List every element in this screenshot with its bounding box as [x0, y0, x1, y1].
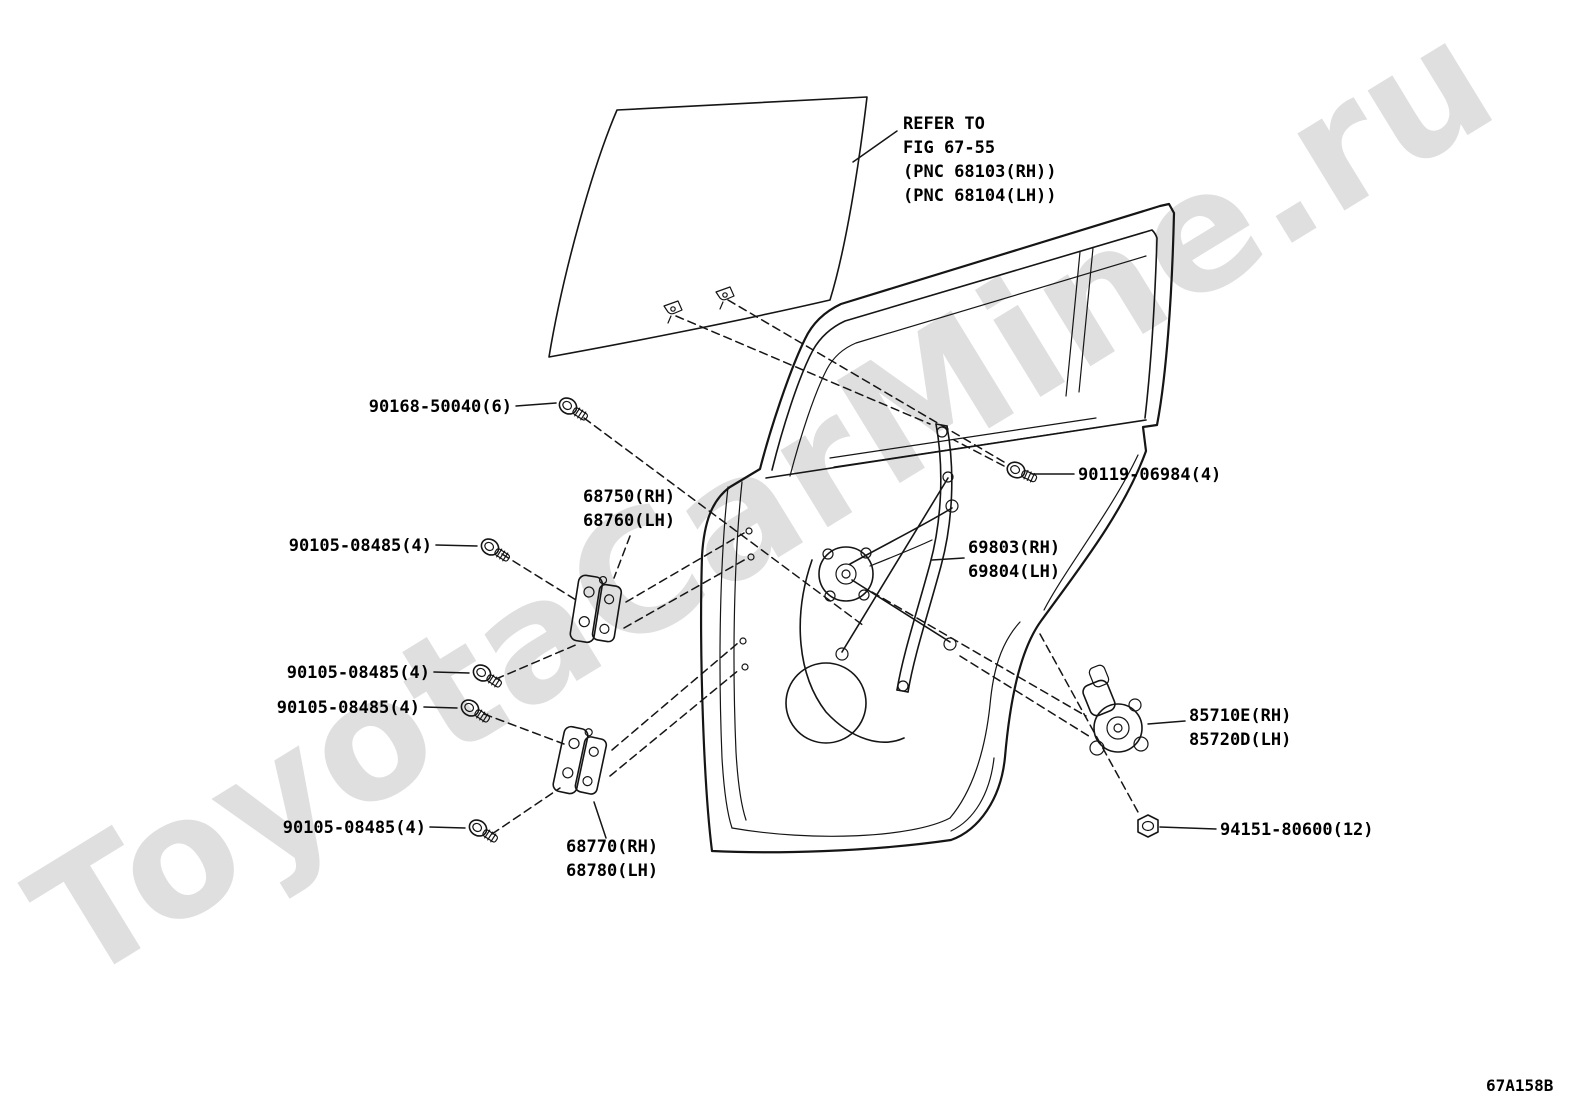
upper-hinge-lh: 68760(LH): [583, 511, 676, 531]
callout-glass-screw: 90168-50040(6): [368, 397, 512, 417]
window-regulator: [799, 423, 959, 743]
callout-refer-to: REFER TO FIG 67-55 (PNC 68103(RH)) (PNC …: [903, 112, 1057, 208]
hinge-bolt-1-icon: [477, 535, 514, 567]
lower-hinge-rh: 68770(RH): [566, 837, 659, 857]
callout-hinge-bolt-1: 90105-08485(4): [288, 536, 432, 556]
refer-line-2: FIG 67-55: [903, 138, 996, 158]
callout-regulator: 69803(RH) 69804(LH): [968, 536, 1060, 584]
refer-line-1: REFER TO: [903, 114, 985, 134]
door-glass: [548, 96, 868, 358]
callout-hinge-bolt-2: 90105-08485(4): [286, 663, 430, 683]
regulator-rh: 69803(RH): [968, 538, 1061, 558]
motor-lh: 85720D(LH): [1189, 730, 1292, 750]
upper-hinge-icon: [568, 572, 625, 648]
nut-icon: [1137, 814, 1159, 838]
callout-hinge-bolt-3: 90105-08485(4): [276, 698, 420, 718]
frame-bolt-icon: [1003, 458, 1040, 487]
callout-nut: 94151-80600(12): [1220, 820, 1374, 840]
figure-code: 67A158B: [1486, 1076, 1554, 1095]
lower-hinge-lh: 68780(LH): [566, 861, 659, 881]
regulator-lh: 69804(LH): [968, 562, 1061, 582]
rear-door-panel: [700, 202, 1176, 854]
callout-motor: 85710E(RH) 85720D(LH): [1189, 704, 1291, 752]
callout-upper-hinge: 68750(RH) 68760(LH): [583, 485, 675, 533]
motor-rh: 85710E(RH): [1189, 706, 1292, 726]
dashed-assembly-lines: [483, 299, 1139, 835]
hinge-bolt-3-icon: [457, 696, 494, 728]
motor-icon: [1082, 664, 1149, 756]
callout-lower-hinge: 68770(RH) 68780(LH): [566, 835, 658, 883]
leader-lines: [423, 130, 1217, 839]
refer-line-4: (PNC 68104(LH)): [903, 186, 1057, 206]
callout-hinge-bolt-4: 90105-08485(4): [282, 818, 426, 838]
hinge-bolt-2-icon: [469, 661, 506, 693]
refer-line-3: (PNC 68103(RH)): [903, 162, 1057, 182]
upper-hinge-rh: 68750(RH): [583, 487, 676, 507]
callout-frame-bolt: 90119-06984(4): [1078, 465, 1222, 485]
